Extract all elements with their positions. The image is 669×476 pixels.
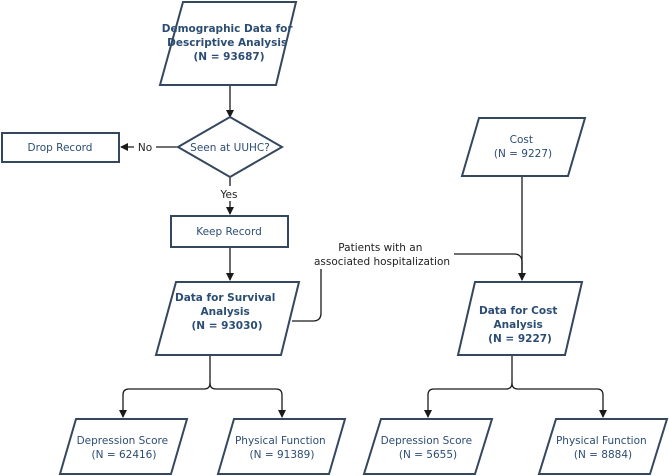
svg-text:Demographic Data for Des: Demographic Data for Descriptive Analysi… (162, 23, 296, 63)
edge-survival-to-phys-survival (209, 382, 286, 418)
svg-text:Data for Cost Analysis: Data for Cost Analysis (N = 9227) (479, 305, 561, 345)
node-seen-at-uuhc: Seen at UUHC? (175, 115, 285, 179)
node-keep-record: Keep Record (170, 215, 289, 248)
node-drop-record: Drop Record (1, 132, 120, 163)
node-depression-score-cost: Depression Score (N = 5655) (362, 418, 494, 475)
no-label: No (138, 142, 152, 154)
svg-text:Keep Record: Keep Record (196, 226, 262, 238)
svg-text:Data for Survival Analys: Data for Survival Analysis (N = 93030) (175, 292, 279, 332)
yes-label-bg (216, 186, 244, 201)
no-label-bg (134, 139, 156, 155)
edge-survival-to-dep-survival (119, 355, 211, 418)
svg-text:Depression Score (N = 62: Depression Score (N = 62416) (77, 435, 172, 461)
node-demographic-data: Demographic Data for Descriptive Analysi… (158, 1, 298, 86)
svg-text:Cost (N = 9227): Cost (N = 9227) (494, 134, 552, 160)
edge-cost-analysis-to-phys-cost (511, 382, 607, 418)
node-depression-score-survival: Depression Score (N = 62416) (58, 418, 189, 475)
node-physical-function-survival: Physical Function (N = 91389) (216, 418, 347, 475)
svg-text:Physical Function (N = 9: Physical Function (N = 91389) (235, 435, 329, 461)
svg-text:Physical Function (N = 8: Physical Function (N = 8884) (556, 435, 650, 461)
node-cost-analysis: Data for Cost Analysis (N = 9227) (456, 281, 584, 356)
svg-text:Seen at UUHC?: Seen at UUHC? (190, 142, 270, 154)
svg-text:Depression Score (N = 56: Depression Score (N = 5655) (381, 435, 476, 461)
node-physical-function-cost: Physical Function (N = 8884) (537, 418, 669, 475)
hospitalization-label-bg (312, 238, 454, 269)
node-cost: Cost (N = 9227) (460, 117, 587, 177)
svg-text:Drop Record: Drop Record (28, 142, 93, 154)
hospitalization-label: Patients with an associated hospitalizat… (314, 242, 450, 268)
edge-cost-analysis-to-dep-cost (424, 355, 513, 418)
node-survival-analysis: Data for Survival Analysis (N = 93030) (154, 281, 301, 356)
yes-label: Yes (220, 189, 238, 201)
